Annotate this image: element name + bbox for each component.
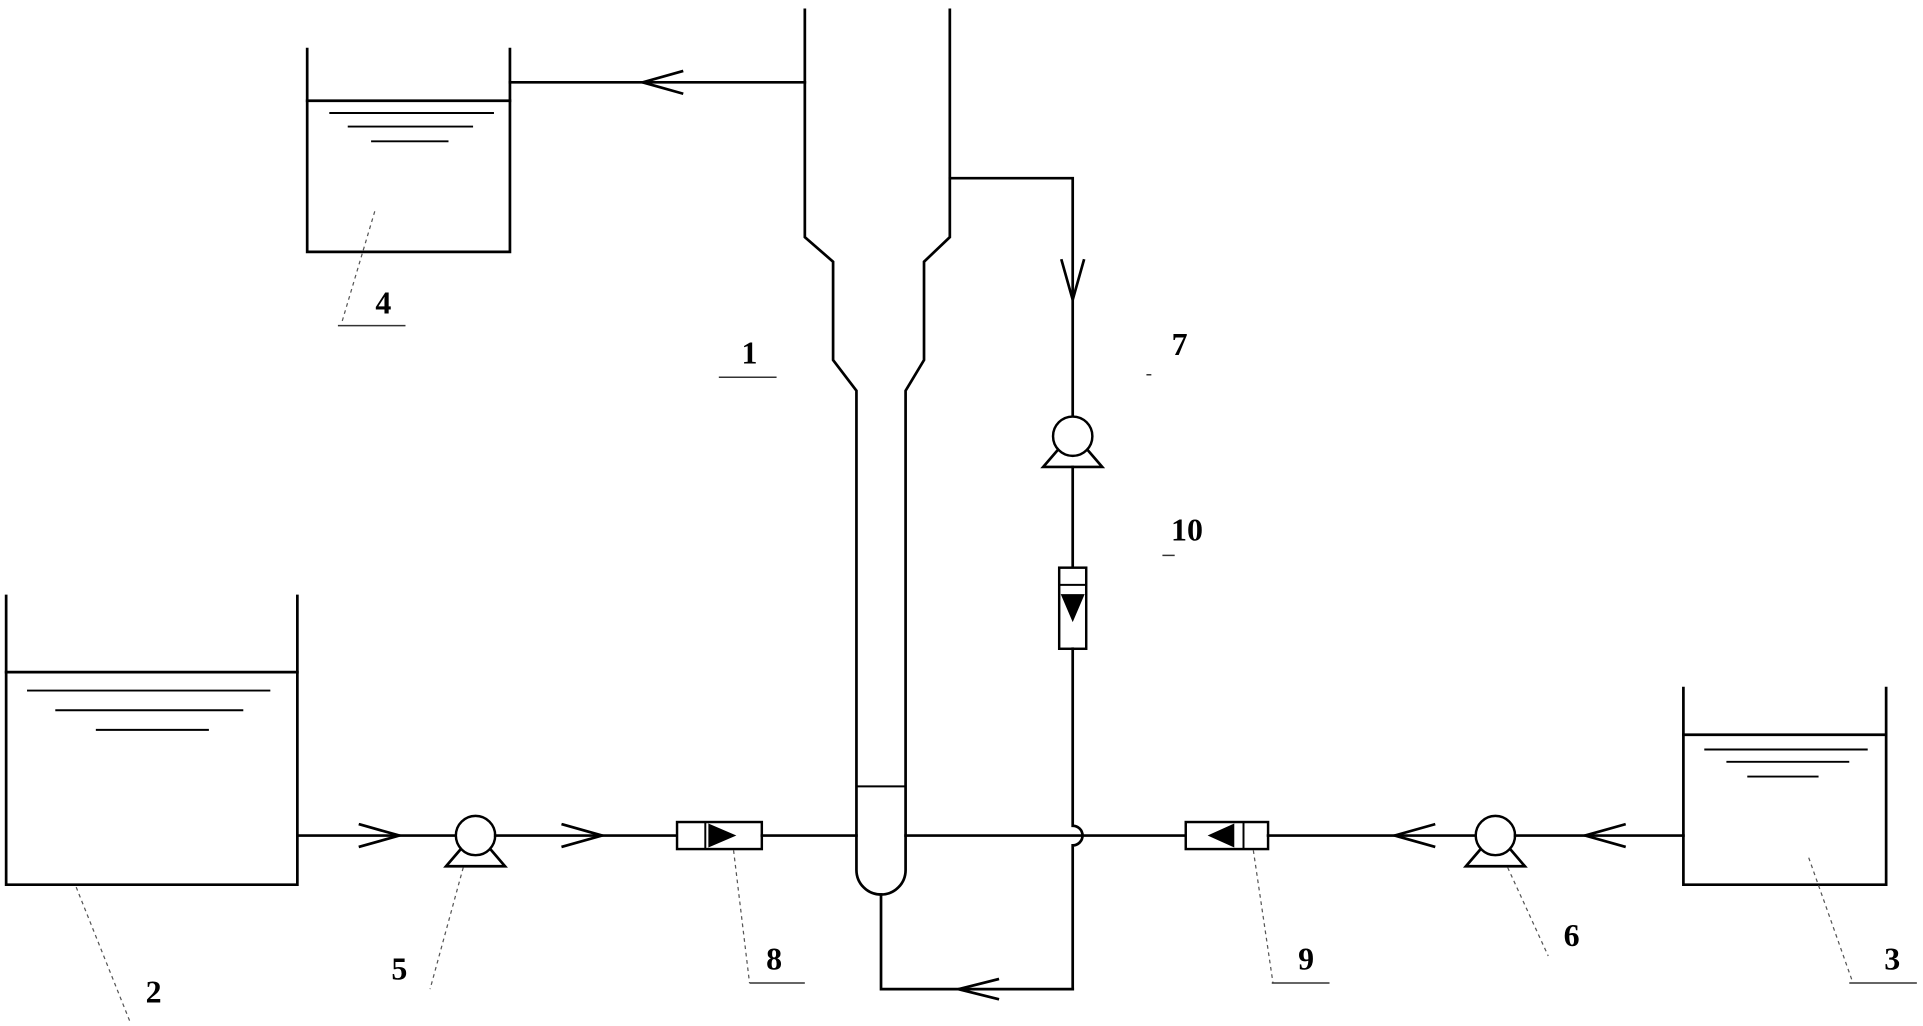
label-tank-lower-right: 3 <box>1884 941 1900 976</box>
recycle-outlet-pipe <box>948 176 1075 418</box>
flow-arrow-left-icon <box>958 977 1000 1001</box>
reference-numerals: 1 2 3 4 5 6 7 8 9 10 <box>75 211 1917 1023</box>
flow-arrow-left-icon <box>637 69 684 96</box>
pump-base <box>443 847 508 868</box>
pump-recycle <box>1040 415 1106 469</box>
leader-line <box>75 886 131 1023</box>
tank-upper-walls <box>305 47 512 254</box>
feed-line-right <box>904 814 1685 868</box>
flowmeter-float-icon <box>1207 823 1235 848</box>
flow-arrow-left-icon <box>1580 822 1627 849</box>
tank-upper <box>305 47 512 254</box>
leader-line <box>1808 857 1854 984</box>
flowmeter-right <box>1184 820 1270 851</box>
leader-line <box>429 867 464 990</box>
label-column: 1 <box>742 336 758 371</box>
flowmeter-float-icon <box>708 823 737 848</box>
leader-line <box>1252 850 1274 984</box>
reactor-column <box>803 8 952 896</box>
leader-line <box>732 850 751 984</box>
label-flowmeter-left: 8 <box>766 941 782 976</box>
leader-line <box>1507 867 1549 957</box>
recycle-return-pipe <box>879 893 1075 991</box>
recycle-pipe-segment <box>1071 647 1084 991</box>
label-flowmeter-recycle: 10 <box>1171 513 1203 548</box>
label-tank-lower-left: 2 <box>146 975 162 1010</box>
flowmeter-recycle <box>1057 566 1088 651</box>
tank-lower-left-walls <box>4 594 299 887</box>
label-flowmeter-right: 9 <box>1298 941 1314 976</box>
column-outline <box>803 8 952 896</box>
pump-left <box>443 814 508 868</box>
pump-right <box>1462 814 1528 868</box>
tank-lower-right <box>1682 686 1888 887</box>
tank-lower-left <box>4 594 299 887</box>
flowmeter-float-icon <box>1060 594 1085 623</box>
leader-line <box>341 211 376 324</box>
label-tank-upper: 4 <box>375 285 391 320</box>
flow-arrow-left-icon <box>1389 822 1436 849</box>
pump-icon <box>1051 415 1094 458</box>
feed-line-left <box>296 814 858 868</box>
label-pump-left: 5 <box>391 951 407 986</box>
pump-base <box>1462 847 1528 868</box>
tank-lower-right-walls <box>1682 686 1888 887</box>
label-pump-right: 6 <box>1564 918 1580 953</box>
recycle-loop <box>879 176 1106 1001</box>
flow-arrow-right-icon <box>561 822 608 849</box>
flow-arrow-right-icon <box>358 822 405 849</box>
label-pump-recycle: 7 <box>1172 327 1188 362</box>
overflow-pipe <box>508 69 807 96</box>
flow-arrow-down-icon <box>1059 258 1086 305</box>
flowmeter-left <box>675 820 764 851</box>
